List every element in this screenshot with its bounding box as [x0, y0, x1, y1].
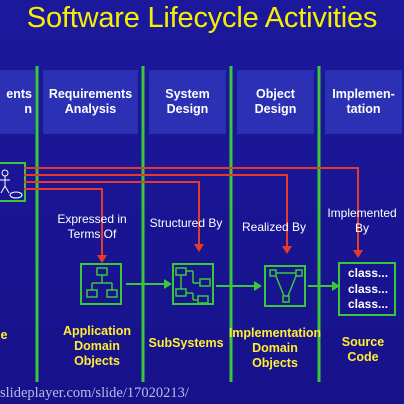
actor-icon [0, 162, 26, 202]
phase-header-label: ents n [6, 87, 32, 116]
source-footer: slideplayer.com/slide/17020213/ [0, 385, 189, 401]
artifact-label-subsystems: SubSystems [148, 336, 224, 350]
code-line: class... [348, 281, 389, 296]
application-objects-box [80, 263, 122, 305]
phase-header-implementation: Implemen- tation [325, 70, 402, 134]
phase-header-label: Requirements Analysis [48, 87, 133, 116]
slide-title: Software Lifecycle Activities [26, 2, 378, 34]
hierarchy-icon [86, 267, 118, 298]
object-graph-icon [269, 269, 303, 303]
arrow-to-implementation-objects [24, 174, 288, 246]
arrow-to-source-code [24, 167, 359, 250]
artifact-label-application: Application Domain Objects [62, 324, 132, 368]
relation-label-realized: Realized By [241, 220, 307, 234]
artifact-label-implementation: Implementation Domain Objects [228, 326, 322, 370]
phase-header-label: Implemen- tation [332, 87, 395, 116]
relation-label-implemented: Implemented By [327, 206, 397, 235]
phase-header-label: System Design [165, 87, 210, 116]
code-line: class... [348, 297, 389, 311]
subsystem-icon [175, 267, 211, 304]
relation-label-expressed: Expressed in Terms Of [57, 212, 127, 241]
arrow-to-application-objects [24, 188, 103, 255]
phase-header-object-design: Object Design [237, 70, 314, 134]
arrow-to-subsystems [24, 181, 200, 244]
source-code-box: class... class... class... [338, 262, 396, 316]
artifact-label-source-code: Source Code [341, 335, 385, 364]
relation-label-structured: Structured By [149, 216, 223, 230]
phase-header-system-design: System Design [149, 70, 226, 134]
code-line: class... [348, 266, 389, 280]
implementation-objects-box [264, 265, 306, 307]
subsystems-box [172, 263, 214, 305]
artifact-label-left-partial: e [0, 328, 8, 342]
phase-header-requirements-analysis: Requirements Analysis [43, 70, 138, 134]
phase-header-requirements-elicitation: ents n [0, 70, 35, 134]
phase-header-label: Object Design [254, 87, 297, 116]
